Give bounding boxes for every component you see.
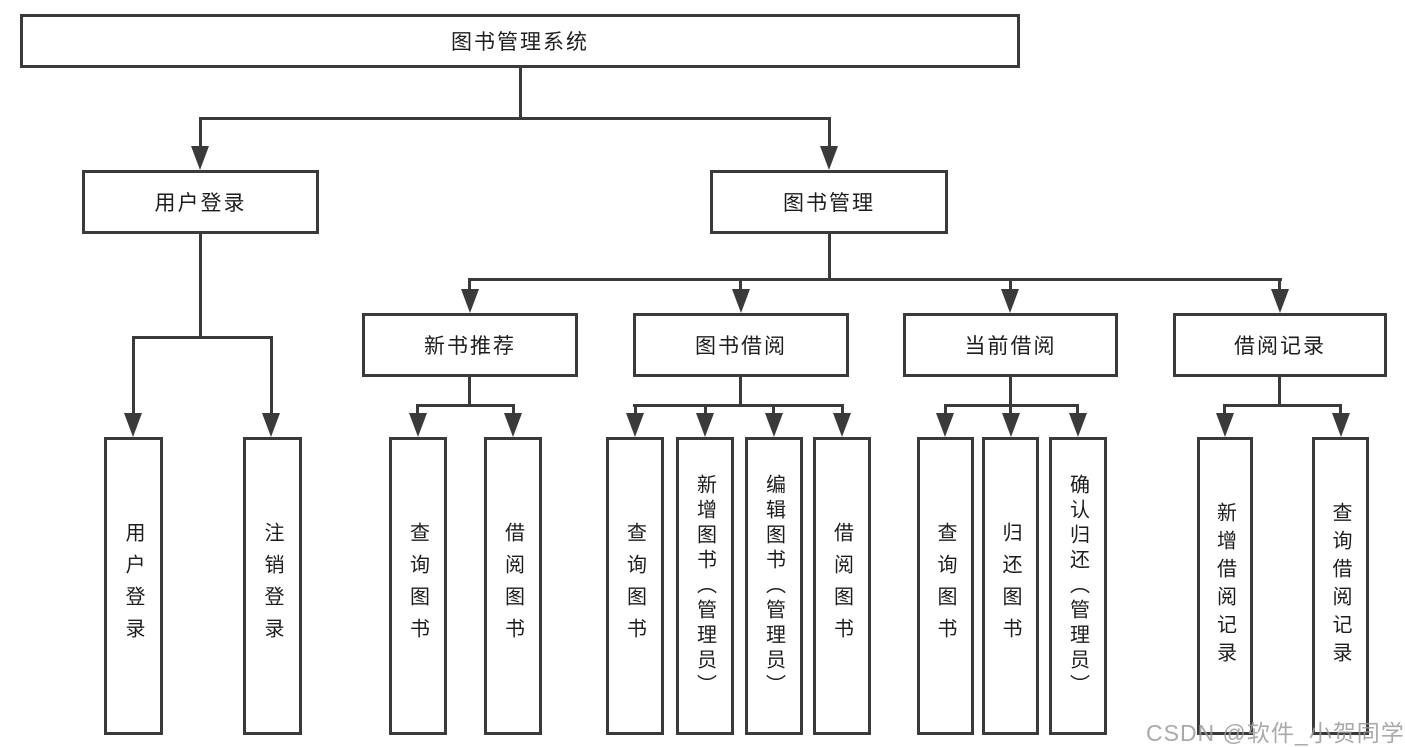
leaf-user-login: 用户登录: [104, 437, 163, 735]
connector-line: [841, 404, 844, 414]
node-borrowing-records: 借阅记录: [1173, 313, 1387, 377]
connector-line: [634, 404, 637, 414]
leaf-query-books: 查询图书: [917, 437, 974, 735]
leaf-logout-login: 注销登录: [243, 437, 302, 735]
connector-line: [270, 336, 273, 414]
arrow-down-icon: [626, 413, 644, 437]
connector-line: [1076, 404, 1079, 414]
connector-line: [468, 278, 1282, 281]
connector-line: [468, 375, 471, 407]
leaf-add-book-admin: 新增图书（管理员）: [676, 437, 734, 735]
connector-line: [739, 278, 742, 291]
connector-line: [132, 336, 273, 339]
leaf-borrow-books: 借阅图书: [484, 437, 542, 735]
arrow-down-icon: [262, 413, 280, 437]
arrow-down-icon: [191, 146, 209, 170]
connector-line: [1339, 404, 1342, 414]
node-user-login: 用户登录: [82, 170, 319, 234]
connector-line: [772, 404, 775, 414]
node-current-borrowing: 当前借阅: [903, 313, 1118, 377]
node-book-management: 图书管理: [710, 170, 948, 234]
arrow-down-icon: [461, 289, 479, 313]
arrow-down-icon: [765, 413, 783, 437]
arrow-down-icon: [820, 146, 838, 170]
node-book-borrowing: 图书借阅: [633, 313, 849, 377]
arrow-down-icon: [833, 413, 851, 437]
connector-line: [739, 375, 742, 407]
connector-line: [1009, 278, 1012, 291]
connector-line: [944, 404, 947, 414]
connector-line: [828, 234, 831, 280]
arrow-down-icon: [504, 413, 522, 437]
arrow-down-icon: [936, 413, 954, 437]
leaf-return-book: 归还图书: [982, 437, 1039, 735]
connector-line: [1009, 404, 1012, 414]
node-library-management-system: 图书管理系统: [20, 14, 1020, 68]
leaf-confirm-return-admin: 确认归还（管理员）: [1049, 437, 1107, 735]
leaf-query-borrow-record: 查询借阅记录: [1312, 437, 1369, 735]
connector-line: [199, 117, 830, 120]
connector-line: [1278, 375, 1281, 407]
connector-line: [1009, 375, 1012, 407]
connector-line: [132, 336, 135, 414]
connector-line: [199, 234, 202, 337]
arrow-down-icon: [732, 289, 750, 313]
arrow-down-icon: [1001, 289, 1019, 313]
connector-line: [1223, 404, 1342, 407]
connector-line: [512, 404, 515, 414]
connector-line: [704, 404, 707, 414]
connector-line: [416, 404, 515, 407]
connector-line: [828, 117, 831, 148]
connector-line: [1223, 404, 1226, 414]
leaf-query-books: 查询图书: [606, 437, 664, 735]
arrow-down-icon: [409, 413, 427, 437]
node-new-book-recommend: 新书推荐: [362, 313, 578, 377]
connector-line: [1278, 278, 1281, 291]
arrow-down-icon: [696, 413, 714, 437]
leaf-add-borrow-record: 新增借阅记录: [1197, 437, 1253, 735]
leaf-borrow-books: 借阅图书: [813, 437, 871, 735]
arrow-down-icon: [1332, 413, 1350, 437]
connector-line: [633, 404, 843, 407]
arrow-down-icon: [1069, 413, 1087, 437]
arrow-down-icon: [1216, 413, 1234, 437]
arrow-down-icon: [1271, 289, 1289, 313]
connector-line: [468, 278, 471, 291]
connector-line: [519, 66, 522, 120]
connector-line: [199, 117, 202, 148]
leaf-edit-book-admin: 编辑图书（管理员）: [745, 437, 803, 735]
connector-line: [416, 404, 419, 414]
arrow-down-icon: [124, 413, 142, 437]
csdn-watermark: CSDN @软件_小贺同学: [1146, 720, 1405, 746]
arrow-down-icon: [1002, 413, 1020, 437]
leaf-query-books: 查询图书: [389, 437, 447, 735]
